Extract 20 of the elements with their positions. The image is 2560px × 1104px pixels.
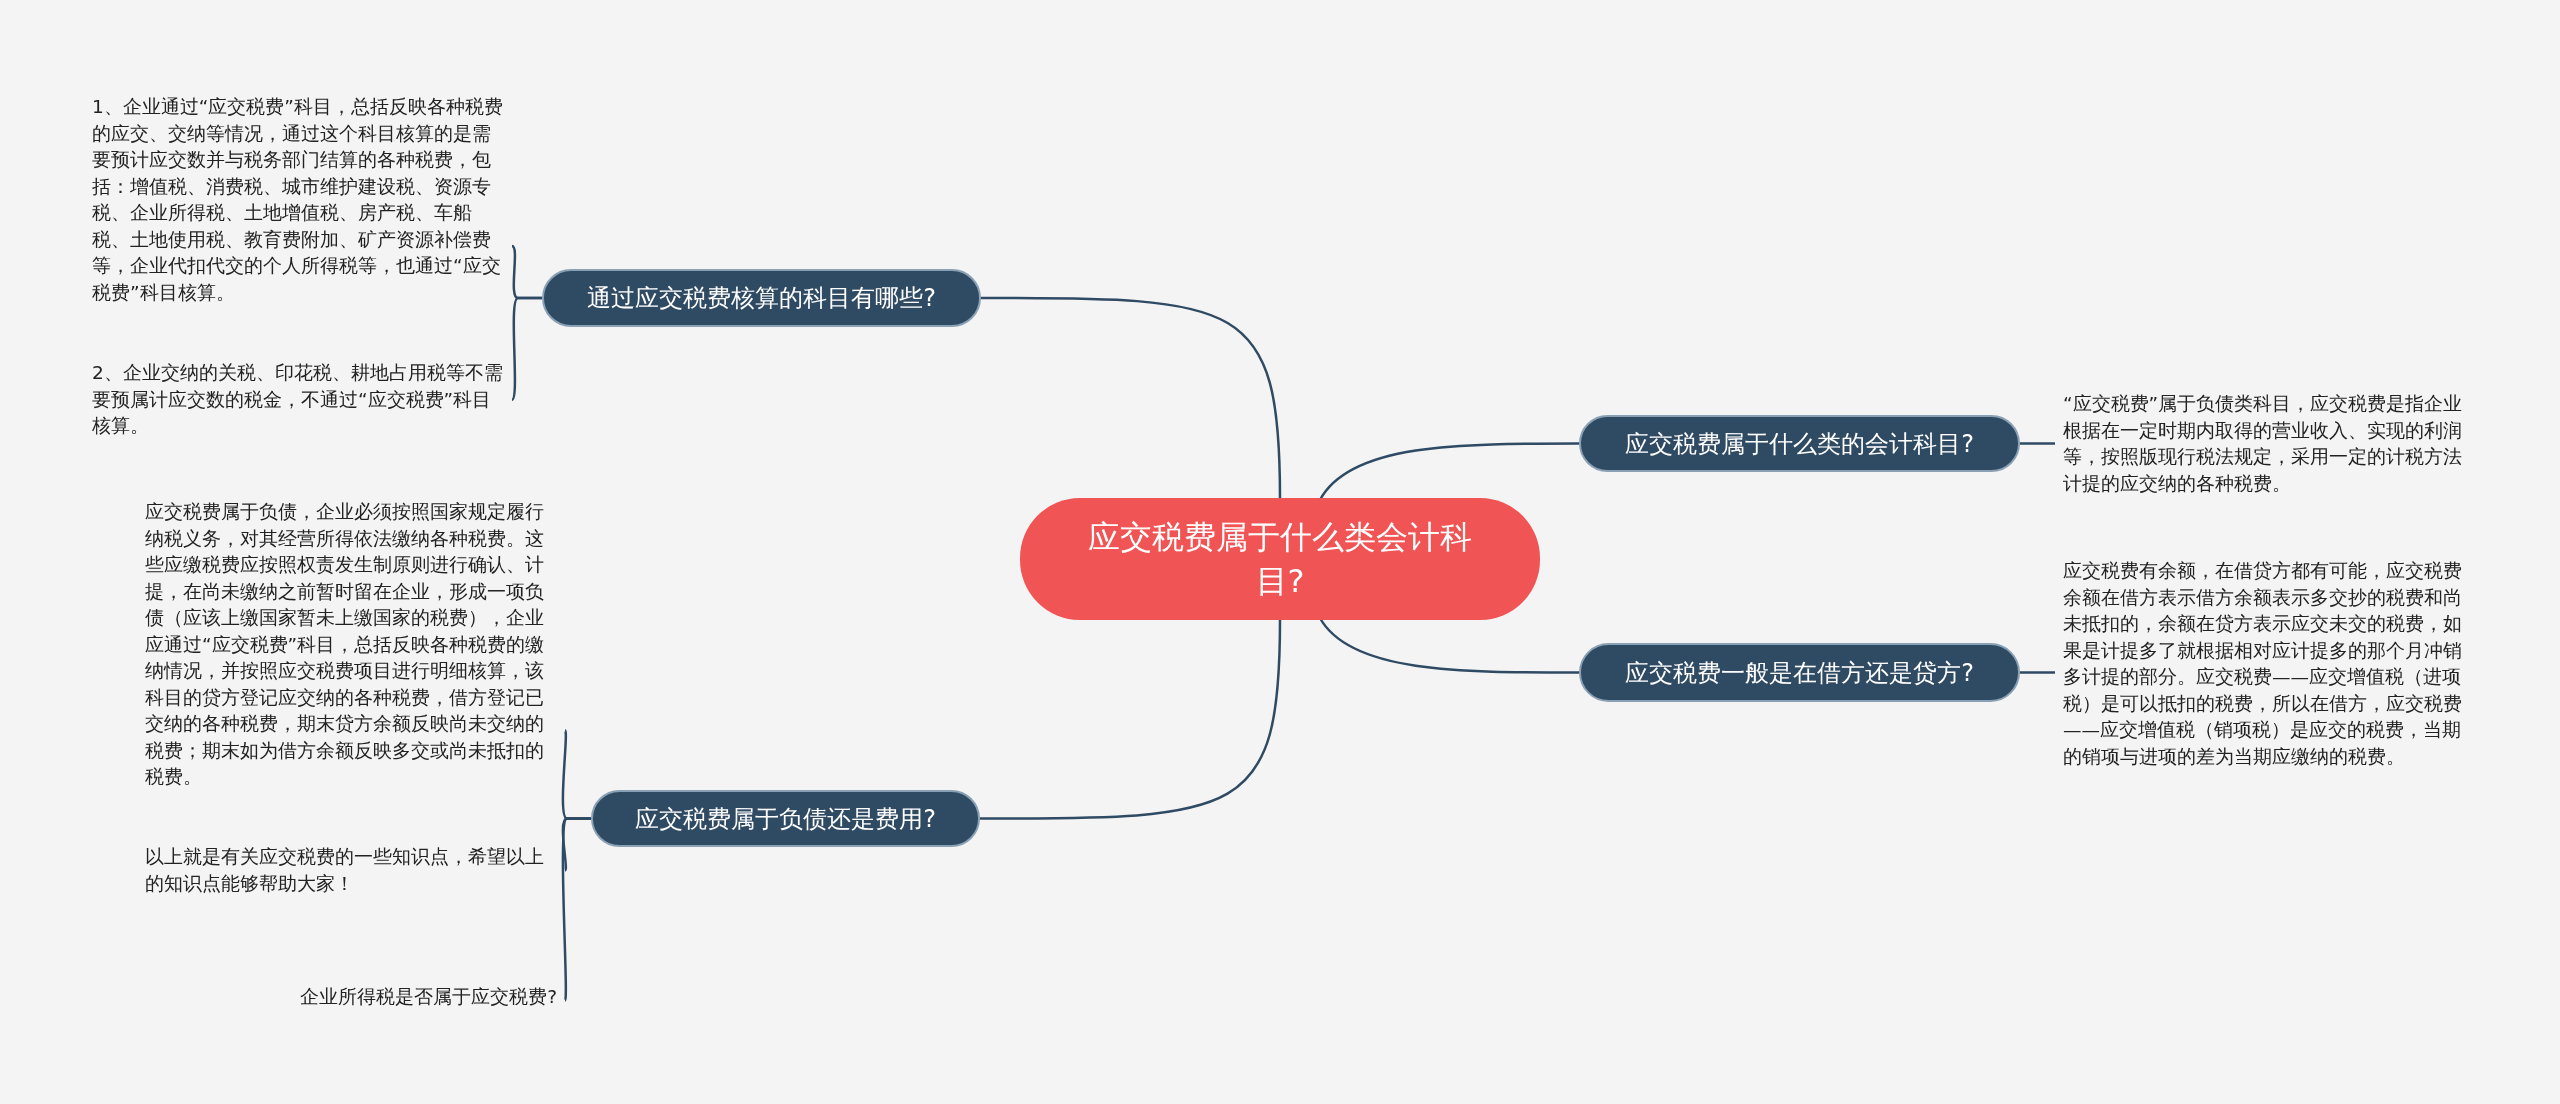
central-topic-box: 应交税费属于什么类会计科目? — [1020, 498, 1540, 620]
topic-box: 通过应交税费核算的科目有哪些? — [542, 269, 981, 327]
note-text: 企业所得税是否属于应交税费? — [145, 984, 557, 1011]
connector-line — [2020, 442, 2055, 445]
connector-line — [561, 817, 591, 1001]
connector-line — [981, 296, 1282, 499]
note-text: 应交税费有余额，在借贷方都有可能，应交税费余额在借方表示借方余额表示多交抄的税费和尚未抵扣的，余额在贷方表示应交未交的税费，如果是计提多了就根据相对应计提多的那个月冲销多计提的部分。应交税费——应交增值税（进项税）是可以抵扣的税费，所以在借方，应交税费——应交增值税（销项税）是应交的税费，当期的销项与进项的差为当期应缴纳的税费。 — [2063, 558, 2473, 770]
topic-box: 应交税费一般是在借方还是贷方? — [1579, 643, 2020, 702]
topic-box: 应交税费属于什么类的会计科目? — [1579, 415, 2020, 472]
note-text: “应交税费”属于负债类科目，应交税费是指企业根据在一定时期内取得的营业收入、实现的利润等，按照版现行税法规定，采用一定的计税方法计提的应交纳的各种税费。 — [2063, 391, 2473, 497]
connector-line — [1318, 442, 1579, 501]
connector-line — [510, 296, 542, 401]
note-text: 应交税费属于负债，企业必须按照国家规定履行纳税义务，对其经营所得依法缴纳各种税费。这些应缴税费应按照权责发生制原则进行确认、计提，在尚未缴纳之前暂时留在企业，形成一项负债（应该上缴国家暂未上缴国家的税费），企业应通过“应交税费”科目，总括反映各种税费的缴纳情况，并按照应交税费项目进行明细核算，该科目的贷方登记应交纳的各种税费，借方登记已交纳的各种税费，期末贷方余额反映尚未交纳的税费；期末如为借方余额反映多交或尚未抵扣的税费。 — [145, 499, 557, 791]
connector-line — [1319, 617, 1579, 674]
note-text: 2、企业交纳的关税、印花税、耕地占用税等不需要预属计应交数的税金，不通过“应交税费”科目核算。 — [92, 360, 504, 440]
connector-line — [2020, 671, 2055, 674]
connector-line — [980, 619, 1282, 820]
note-text: 1、企业通过“应交税费”科目，总括反映各种税费的应交、交纳等情况，通过这个科目核算的是需要预计应交数并与税务部门结算的各种税费，包括：增值税、消费税、城市维护建设税、资源专税、企业所得税、土地增值税、房产税、车船税、土地使用税、教育费附加、矿产资源补偿费等，企业代扣代交的个人所得税等，也通过“应交税费”科目核算。 — [92, 94, 504, 306]
topic-box: 应交税费属于负债还是费用? — [591, 790, 980, 847]
note-text: 以上就是有关应交税费的一些知识点，希望以上的知识点能够帮助大家！ — [145, 844, 557, 897]
